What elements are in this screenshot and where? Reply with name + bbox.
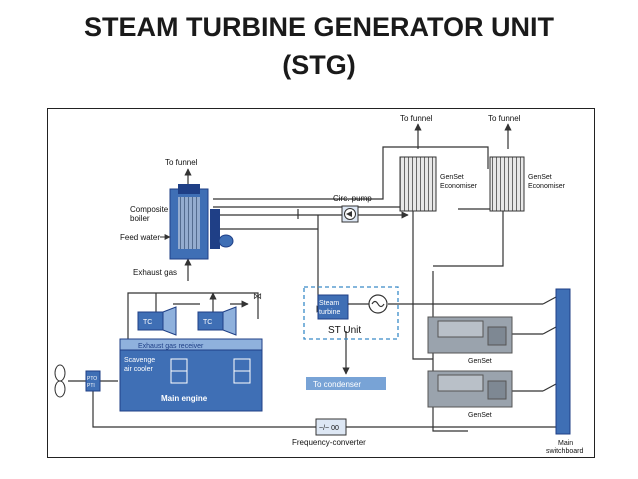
to-funnel-label-mid: To funnel [400,114,433,123]
st-unit-label: ST Unit [328,325,361,336]
st-unit [303,286,399,340]
genset-economiser-a-label-1: GenSet [440,174,464,181]
turbocharger-right [197,306,237,336]
main-switchboard-label-1: Main [558,440,573,447]
circ-pump-label: Circ. pump [333,194,372,203]
steam-turbine-label-1: Steam [319,300,339,307]
stg-schematic: To funnel Composite boiler Feed water Ex… [54,114,583,455]
to-funnel-label-left: To funnel [165,158,198,167]
page-title-line-1: STEAM TURBINE GENERATOR UNIT [83,12,554,42]
genset-economiser-b-label-2: Economiser [528,183,566,190]
genset-upper [427,316,513,354]
genset-lower [427,370,513,408]
pti-label: PTI [87,383,95,389]
steam-turbine-label-2: turbine [319,309,341,316]
genset-economiser-b [489,156,525,212]
pto-label: PTO [87,376,97,382]
exhaust-gas-receiver-label: Exhaust gas receiver [138,343,204,350]
to-condenser-label: To condenser [313,380,361,389]
main-switchboard-label-2: switchboard [546,448,583,455]
tc-left-label: TC [143,319,152,326]
stg-diagram-frame: To funnel Composite boiler Feed water Ex… [47,108,595,458]
tc-right-label: TC [203,319,212,326]
main-engine [119,338,263,412]
genset-economiser-b-label-1: GenSet [528,174,552,181]
genset-lower-label: GenSet [468,412,492,419]
composite-boiler [169,184,234,260]
pto-pti-unit [85,370,101,392]
to-funnel-label-right: To funnel [488,114,521,123]
to-condenser-box [306,377,386,390]
main-engine-label: Main engine [161,394,208,403]
pipework [68,123,557,432]
genset-economiser-a [399,156,437,212]
page-title-line-2: (STG) [282,50,356,80]
bypass-valve-icon: ⋈ [253,291,262,301]
genset-upper-label: GenSet [468,358,492,365]
frequency-converter [315,418,347,436]
composite-boiler-label-1: Composite [130,205,169,214]
frequency-converter-symbol: ~/~ 00 [319,425,339,432]
frequency-converter-label: Frequency-converter [292,438,366,447]
feed-water-label: Feed water [120,233,160,242]
genset-economiser-a-label-2: Economiser [440,183,478,190]
turbocharger-left [137,306,177,336]
propeller-icon [54,364,66,398]
composite-boiler-label-2: boiler [130,214,150,223]
scavenge-air-cooler-label-1: Scavenge [124,357,155,364]
circ-pump [341,205,359,223]
main-switchboard [555,288,571,435]
scavenge-air-cooler-label-2: air cooler [124,366,153,373]
exhaust-gas-label: Exhaust gas [133,268,177,277]
